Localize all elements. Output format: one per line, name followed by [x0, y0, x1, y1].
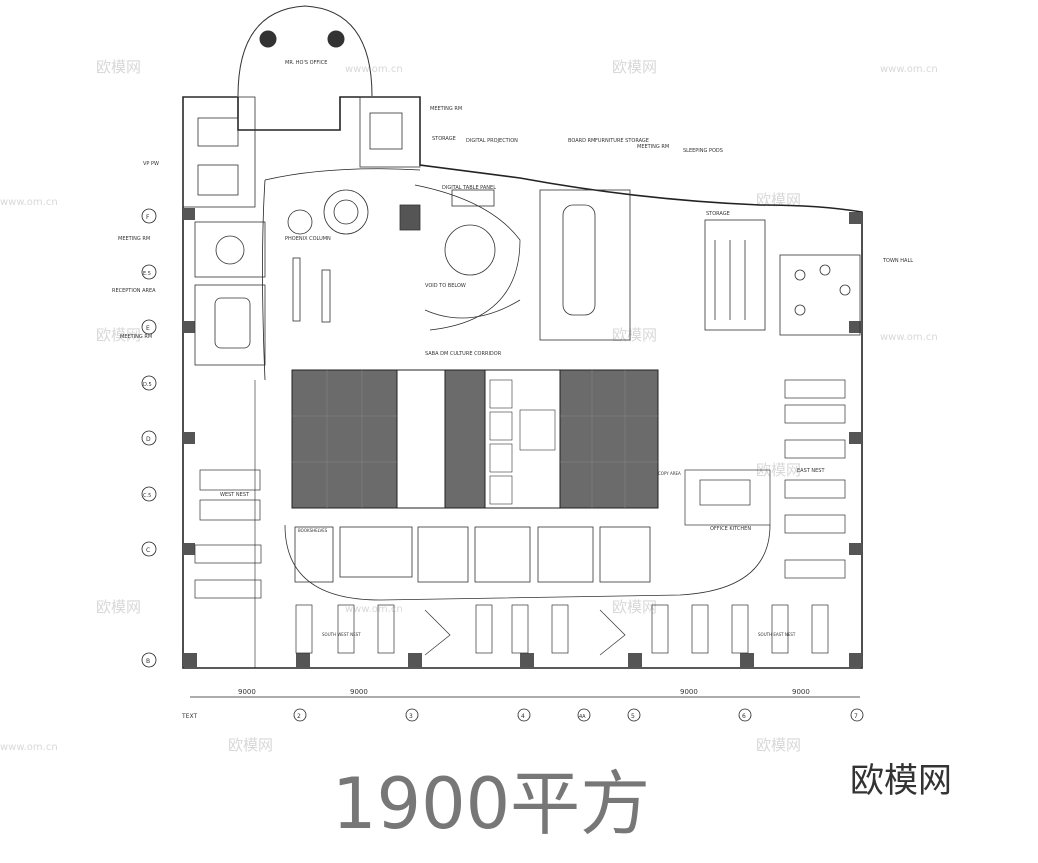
dimension-label: 9000 — [238, 688, 256, 696]
grid-label: F — [146, 214, 150, 221]
vp-office: VP PW — [143, 96, 256, 208]
area-caption: 1900平方 — [332, 763, 650, 845]
watermark-site: www.om.cn — [0, 742, 58, 753]
brand-logo: 欧模网 — [850, 761, 952, 801]
room-label: WEST NEST — [220, 492, 250, 498]
grid-label: 4A — [579, 714, 586, 720]
town-hall: TOWN HALL — [779, 254, 913, 336]
watermark-brand: 欧模网 — [612, 326, 657, 344]
room-label: DIGITAL PROJECTION — [466, 138, 518, 144]
room-label: MR. HO'S OFFICE — [285, 60, 327, 66]
room-label: MEETING RM — [120, 334, 152, 340]
room-label: FURNITURE STORAGE — [595, 138, 649, 144]
structural-columns — [183, 208, 862, 667]
room-label: MEETING RM — [118, 236, 150, 242]
grid-label: 6 — [742, 713, 746, 720]
watermark-brand: 欧模网 — [756, 736, 801, 754]
room-label: TOWN HALL — [882, 258, 913, 264]
room-label: MEETING RM — [637, 144, 669, 150]
room-label: OFFICE KITCHEN — [710, 526, 751, 532]
dimension-label: 9000 — [680, 688, 698, 696]
grid-label: 2 — [297, 713, 301, 720]
text-label: TEXT — [181, 713, 197, 720]
grid-label: D.5 — [143, 382, 152, 388]
grid-row-labels: F E.5 E D.5 D C.5 C B — [143, 214, 152, 665]
watermark-brand: 欧模网 — [612, 598, 657, 616]
room-label: SLEEPING PODS — [683, 148, 723, 154]
storage-right: STORAGE — [704, 211, 766, 331]
dimension-label: 9000 — [792, 688, 810, 696]
room-label: DIGITAL TABLE PANEL — [442, 185, 496, 191]
grid-columns — [190, 696, 864, 722]
grid-label: 4 — [521, 713, 525, 720]
watermark-brand: 欧模网 — [96, 598, 141, 616]
building-outline — [182, 96, 863, 669]
room-label: BOARD RM — [568, 138, 595, 144]
grid-label: 3 — [409, 713, 413, 720]
room-label: VOID TO BELOW — [425, 283, 466, 289]
watermark-site: www.om.cn — [880, 332, 938, 343]
south-workstations: SOUTH WEST NEST SOUTH EAST NEST — [295, 604, 829, 656]
meeting-rooms-left: MEETING RM RECEPTION AREA MEETING RM — [112, 221, 266, 366]
grid-rows — [141, 208, 157, 668]
meeting-room-top: MEETING RM STORAGE — [359, 96, 462, 168]
grid-label: C — [146, 547, 150, 554]
grid-label: B — [146, 658, 150, 665]
watermark-brand: 欧模网 — [228, 736, 273, 754]
watermark-brand: 欧模网 — [756, 461, 801, 479]
office-kitchen: OFFICE KITCHEN — [684, 469, 771, 532]
room-label: COPY AREA — [658, 471, 681, 476]
east-nest: EAST NEST — [784, 379, 846, 579]
mr-office: MR. HO'S OFFICE — [237, 5, 373, 97]
west-nest: WEST NEST — [194, 469, 262, 599]
room-label: BOOKSHELVES — [298, 528, 328, 533]
grid-label: E — [146, 325, 150, 332]
watermark-site: www.om.cn — [345, 64, 403, 75]
watermark-site: www.om.cn — [0, 197, 58, 208]
room-label: RECEPTION AREA — [112, 288, 156, 294]
grid-label: 5 — [631, 713, 635, 720]
room-label: STORAGE — [706, 211, 730, 217]
building-core — [291, 369, 659, 509]
room-label: MEETING RM — [430, 106, 462, 112]
grid-label: C.5 — [143, 493, 151, 499]
room-label: SABA DM CULTURE CORRIDOR — [425, 351, 502, 357]
watermark-brand: 欧模网 — [96, 58, 141, 76]
grid-column-labels: 2 3 4 4A 5 6 7 TEXT 9000 9000 9000 9000 — [181, 688, 858, 720]
grid-label: D — [146, 436, 151, 443]
room-label: SOUTH WEST NEST — [322, 632, 361, 637]
grid-label: 7 — [854, 713, 858, 720]
room-label: PHOENIX COLUMN — [285, 236, 331, 242]
watermark-brand: 欧模网 — [612, 58, 657, 76]
room-label: VP PW — [143, 161, 159, 167]
room-label: STORAGE — [432, 136, 456, 142]
watermark-site: www.om.cn — [345, 604, 403, 615]
reception-zone: DIGITAL TABLE PANEL DIGITAL PROJECTION P… — [285, 138, 521, 323]
watermark-brand: 欧模网 — [96, 326, 141, 344]
room-label: SOUTH EAST NEST — [758, 632, 796, 637]
room-label: EAST NEST — [797, 468, 825, 474]
boardroom: BOARD RM FURNITURE STORAGE MEETING RM SL… — [539, 138, 723, 341]
grid-label: E.5 — [143, 271, 151, 277]
south-band: BOOKSHELVES COPY AREA — [284, 471, 771, 601]
watermark-site: www.om.cn — [880, 64, 938, 75]
dimension-label: 9000 — [350, 688, 368, 696]
